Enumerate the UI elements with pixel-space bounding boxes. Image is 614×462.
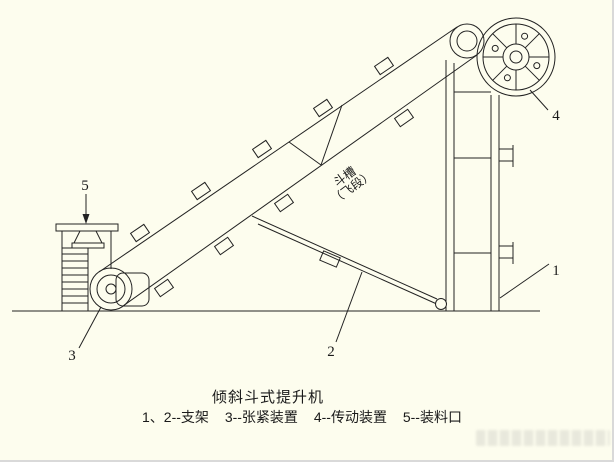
motor-body [115, 272, 150, 307]
legend-item-drive: 4--传动装置 [313, 409, 387, 425]
part-label-2: 2 [327, 344, 335, 360]
top-pulley [449, 23, 485, 59]
part-label-1: 1 [552, 263, 560, 279]
right-support-frame [445, 60, 514, 311]
diagram-title: 倾斜斗式提升机 [211, 389, 324, 406]
part-label-5: 5 [81, 178, 89, 194]
wheel-spokes [483, 24, 549, 90]
belt-truss [288, 104, 343, 166]
legend-item-supports: 1、2--支架 [142, 409, 209, 425]
label-2-leader [335, 271, 363, 343]
bucket [213, 236, 235, 256]
belt-annotation: 斗槽 （飞段） [328, 164, 376, 207]
bucket [393, 108, 415, 128]
brace-pin [435, 298, 447, 310]
wheel-bolt-holes [491, 32, 541, 82]
platform-deck [55, 223, 119, 232]
loading-platform [55, 223, 119, 311]
label-3-leader [78, 306, 102, 349]
frame-bolt [498, 145, 514, 167]
ladder [61, 231, 89, 311]
watermark [476, 430, 610, 446]
bucket [273, 193, 295, 213]
part-label-3: 3 [68, 348, 76, 364]
legend-item-feed-inlet: 5--装料口 [402, 409, 462, 425]
buckets-upper [129, 56, 395, 243]
brace-plate [319, 250, 341, 268]
bucket [312, 98, 334, 118]
label-5-arrowhead [82, 214, 90, 224]
bucket [190, 181, 212, 201]
diagonal-brace [251, 215, 447, 310]
tension-device [89, 267, 150, 311]
bucket [129, 223, 151, 243]
drive-wheel [476, 17, 556, 97]
frame-bolt [498, 242, 514, 264]
tension-pulley [89, 267, 133, 311]
part-label-4: 4 [552, 108, 560, 124]
bucket [373, 56, 395, 76]
platform-pedestal [71, 242, 105, 249]
diagram-legend: 1、2--支架 3--张紧装置 4--传动装置 5--装料口 [0, 407, 604, 427]
belt [98, 26, 478, 307]
leader-lines [78, 89, 550, 349]
bucket [251, 139, 273, 159]
legend-item-tensioner: 3--张紧装置 [224, 409, 298, 425]
label-4-leader [529, 89, 549, 111]
bucket [153, 278, 175, 298]
label-1-leader [499, 263, 550, 299]
buckets-lower [153, 108, 415, 298]
